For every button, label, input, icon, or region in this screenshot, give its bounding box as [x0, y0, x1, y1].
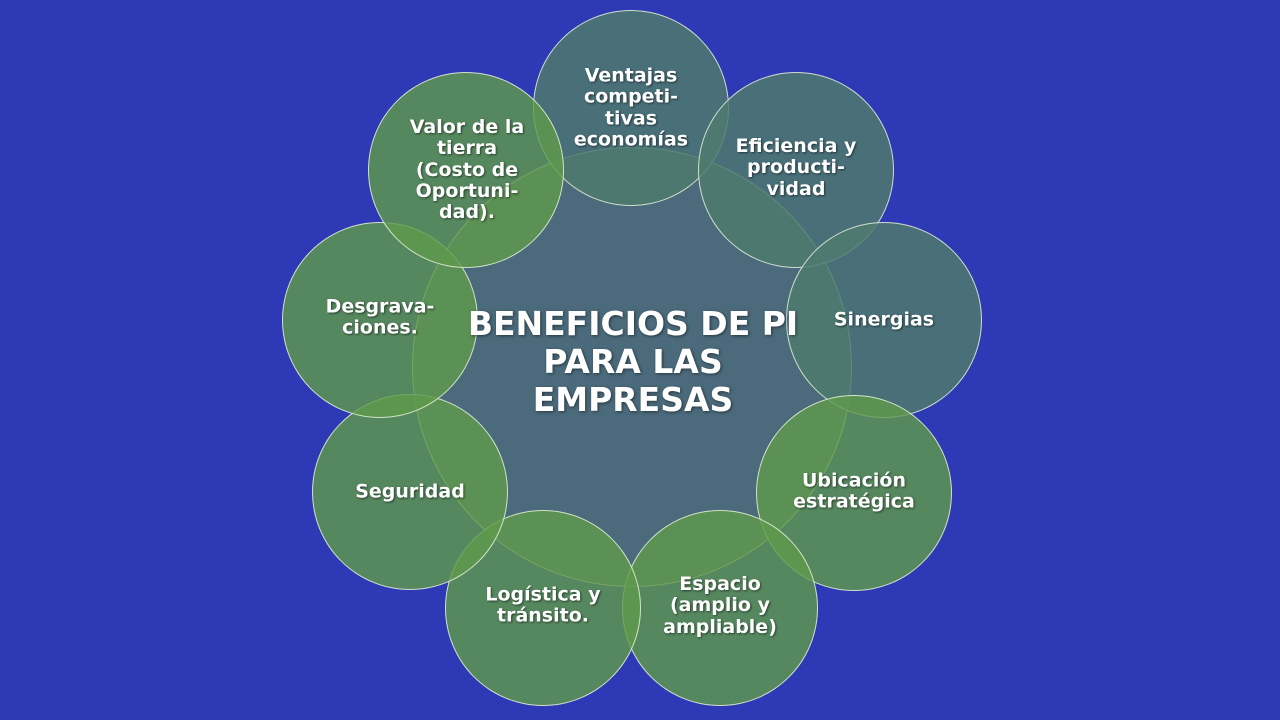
label-line: vidad	[766, 177, 826, 200]
center-title: BENEFICIOS DE PI PARA LAS EMPRESAS	[463, 305, 803, 419]
label-line: Oportuni-	[415, 179, 519, 202]
label-line: Valor de la	[409, 115, 525, 138]
label-line: ampliable)	[663, 615, 777, 638]
label-line: Desgrava-	[325, 295, 435, 318]
circle-espacio	[622, 510, 818, 706]
label-line: dad).	[439, 200, 495, 223]
label-line: producti-	[747, 156, 845, 179]
label-line: Sinergias	[833, 308, 935, 331]
label-line: tivas	[604, 107, 658, 129]
label-line: tierra	[436, 137, 498, 160]
label-sinergias: Sinergias	[799, 308, 969, 331]
label-line: Espacio	[679, 573, 761, 596]
label-line: Seguridad	[355, 480, 465, 503]
label-seguridad: Seguridad	[325, 480, 495, 503]
label-line: ciones.	[342, 317, 418, 339]
center-title-line: BENEFICIOS DE PI	[467, 304, 799, 344]
label-line: (amplio y	[670, 594, 770, 617]
label-line: Ubicación	[802, 469, 906, 492]
label-espacio: Espacio (amplio y ampliable)	[635, 573, 805, 638]
label-ubicacion: Ubicación estratégica	[769, 469, 939, 514]
label-line: economías	[573, 128, 689, 151]
circle-sinergias	[786, 222, 982, 418]
label-line: Logística y	[485, 583, 601, 606]
label-desgravaciones: Desgrava- ciones.	[295, 295, 465, 340]
label-eficiencia: Eficiencia y producti- vidad	[711, 135, 881, 200]
label-line: competi-	[583, 85, 679, 108]
center-title-line: PARA LAS	[543, 342, 723, 382]
label-valor-tierra: Valor de la tierra (Costo de Oportuni- d…	[382, 115, 552, 223]
circle-ventajas	[533, 10, 729, 206]
center-title-line: EMPRESAS	[532, 379, 734, 419]
label-logistica: Logística y tránsito.	[458, 583, 628, 628]
label-line: tránsito.	[497, 605, 589, 627]
label-line: estratégica	[793, 491, 915, 513]
circle-valor-tierra	[368, 72, 564, 268]
label-line: (Costo de	[415, 158, 519, 181]
label-line: Eficiencia y	[735, 135, 857, 158]
label-line: Ventajas	[584, 64, 678, 87]
label-ventajas: Ventajas competi- tivas economías	[546, 65, 716, 150]
